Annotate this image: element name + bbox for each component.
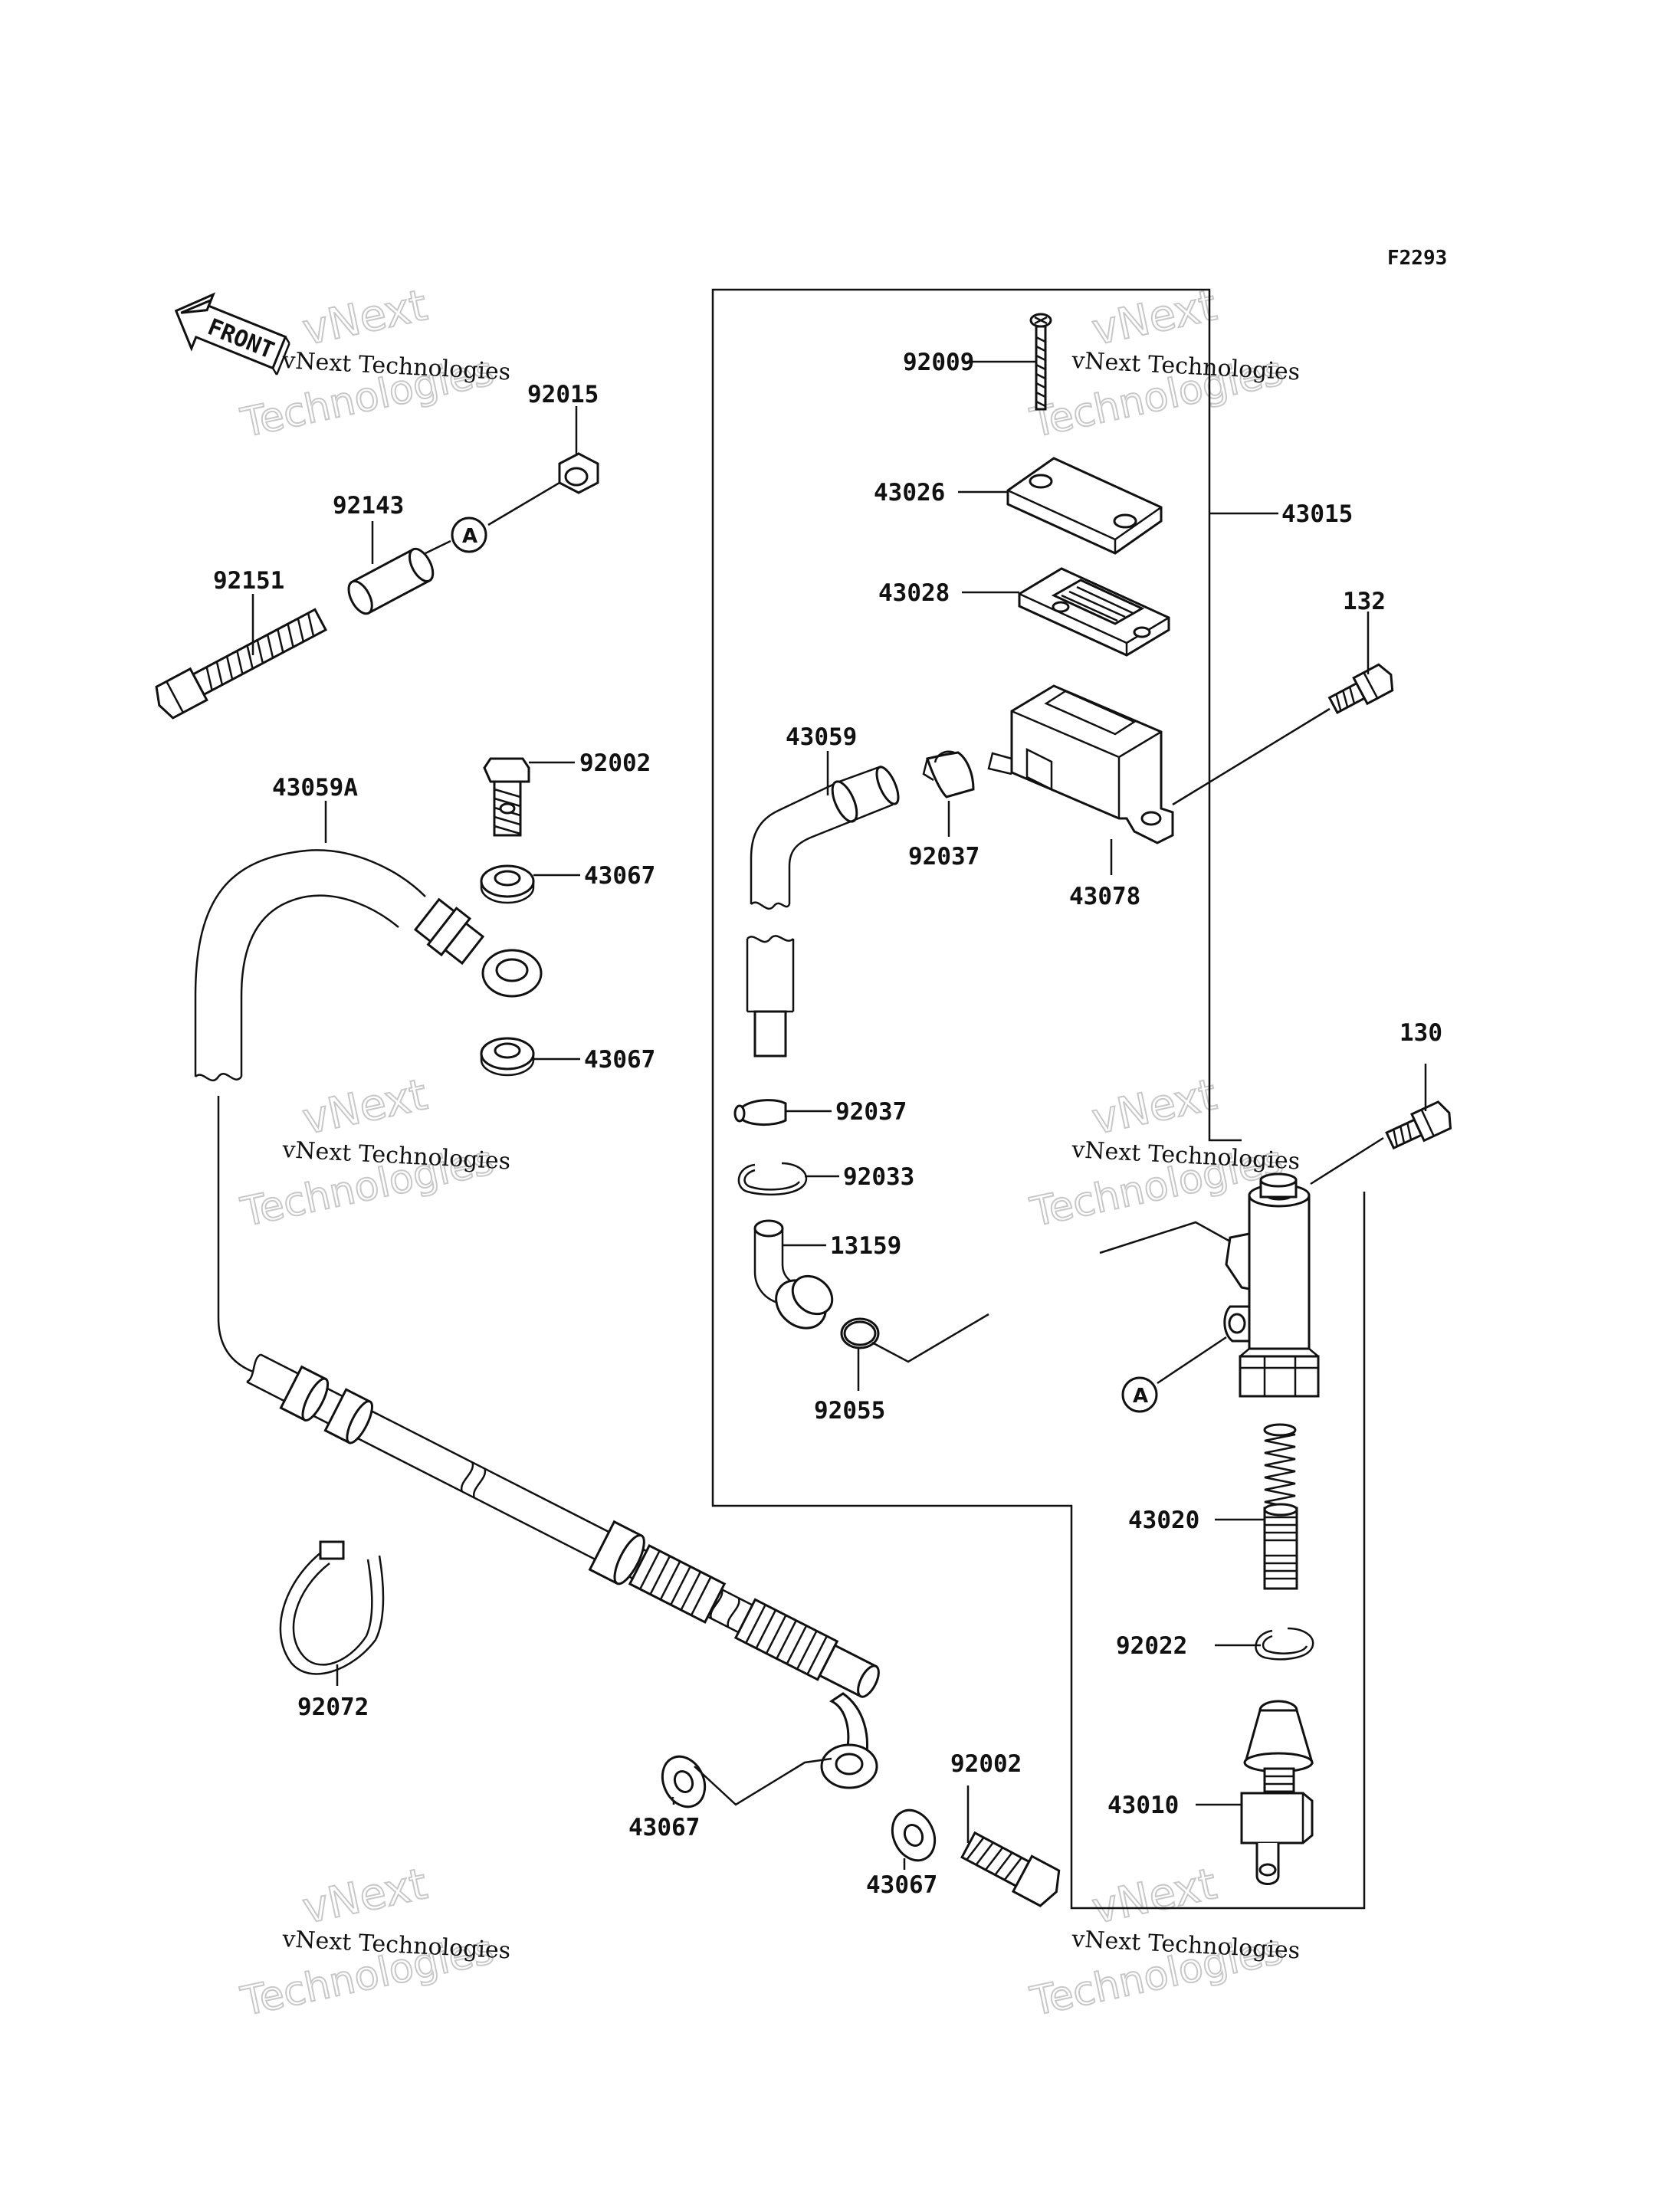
diagram-code: F2293 [1387,247,1447,270]
leader-a-lower [1157,1336,1227,1385]
part-label-92022: 92022 [1116,1632,1187,1660]
svg-text:vNext: vNext [1088,1070,1221,1145]
part-label-92015: 92015 [527,381,599,408]
leader-a-right [487,481,560,526]
clip-92037-upper [922,750,975,798]
ref-marker-a-top: A [451,516,487,553]
leader-washer-c-link [694,1757,832,1806]
front-arrow-icon: FRONT [174,292,290,375]
part-label-92151: 92151 [213,567,284,595]
watermark-bottom-right: vNext Technologies vNext Technologies [1025,1858,1301,2026]
ref-marker-a-bottom: A [1121,1376,1158,1413]
spring-piston-43020 [1263,1423,1298,1590]
clip-92037-lower [733,1099,787,1126]
diaphragm-43028 [1018,567,1170,657]
part-label-43028: 43028 [878,579,950,607]
washer-43067-d [891,1808,937,1862]
watermark-top-right: vNext Technologies vNext Technologies [1025,280,1301,448]
push-rod-43010 [1240,1700,1314,1885]
part-label-92055: 92055 [814,1397,885,1425]
circlip-92022 [1255,1627,1314,1661]
reservoir-43078 [987,684,1174,844]
part-label-92009: 92009 [903,349,974,376]
washer-43067-c [661,1755,707,1808]
reservoir-cap-43026 [1006,457,1163,555]
bolt-92151 [155,608,328,720]
watermark-top-left: vNext Technologies vNext Technologies [236,280,511,448]
svg-text:vNext: vNext [298,280,431,356]
part-label-92002-bottom: 92002 [950,1750,1022,1778]
part-label-43067-a: 43067 [584,862,655,890]
part-label-43078: 43078 [1069,883,1140,910]
part-label-92033: 92033 [843,1163,914,1191]
washer-43067-a [480,864,535,904]
leader-a-left [425,539,451,555]
svg-text:vNext: vNext [298,1070,431,1145]
washer-43067-b [480,1037,535,1077]
part-label-43059: 43059 [786,723,857,751]
reservoir-hose-43059 [746,765,900,1058]
part-label-92002-top: 92002 [579,749,651,777]
watermarks: vNext Technologies vNext Technologies vN… [236,280,1301,2026]
bolt-130 [1385,1100,1452,1150]
part-label-130: 130 [1399,1019,1442,1047]
part-label-92143: 92143 [333,492,404,520]
part-label-43067-b: 43067 [584,1046,655,1074]
watermark-mid-left: vNext Technologies vNext Technologies [236,1069,511,1237]
part-label-92037-lower: 92037 [835,1098,907,1126]
part-label-43026: 43026 [874,479,945,507]
watermark-bottom-left: vNext Technologies vNext Technologies [236,1858,511,2026]
fitting-13159 [753,1219,834,1330]
banjo-bolt-92002-bottom [960,1831,1061,1907]
part-label-92037-upper: 92037 [908,843,979,871]
leader-cylinder-port [1099,1221,1231,1254]
svg-text:vNext: vNext [298,1859,431,1934]
brake-hose-lower [246,1353,880,1698]
part-labels: 92015 92143 92151 92002 43059A 43067 430… [213,349,1442,1899]
o-ring-92055 [840,1317,880,1349]
part-label-43015: 43015 [1281,500,1353,528]
nut-92015 [558,452,599,494]
screw-92009 [1029,313,1052,411]
circlip-92033 [737,1162,808,1196]
svg-text:vNext: vNext [1088,280,1221,356]
master-cylinder-body [1223,1172,1320,1398]
part-label-43010: 43010 [1107,1792,1179,1819]
bolt-132 [1327,663,1394,714]
svg-text:vNext: vNext [1088,1859,1221,1934]
hose-clamp-92072 [279,1540,385,1675]
hose-lower-banjo [820,1692,878,1789]
part-label-92072: 92072 [297,1694,369,1721]
part-label-43067-d: 43067 [866,1871,937,1899]
part-label-132: 132 [1343,588,1386,615]
part-label-43059a: 43059A [272,774,358,802]
brake-hose-43059a [194,849,543,1373]
assembly-bracket-43015 [711,288,1366,1910]
svg-text:A: A [1133,1385,1148,1408]
part-label-43067-c: 43067 [628,1814,700,1841]
collar-92143 [347,547,435,615]
leader-43078-to-132 [1172,707,1331,806]
leader-o-ring-link [871,1313,989,1363]
part-label-13159: 13159 [830,1232,901,1260]
banjo-bolt-92002-top [483,757,530,837]
leader-lines [251,360,1427,1870]
part-label-43020: 43020 [1128,1507,1199,1534]
svg-text:A: A [462,525,477,548]
leader-130-to-cylinder [1310,1136,1384,1185]
